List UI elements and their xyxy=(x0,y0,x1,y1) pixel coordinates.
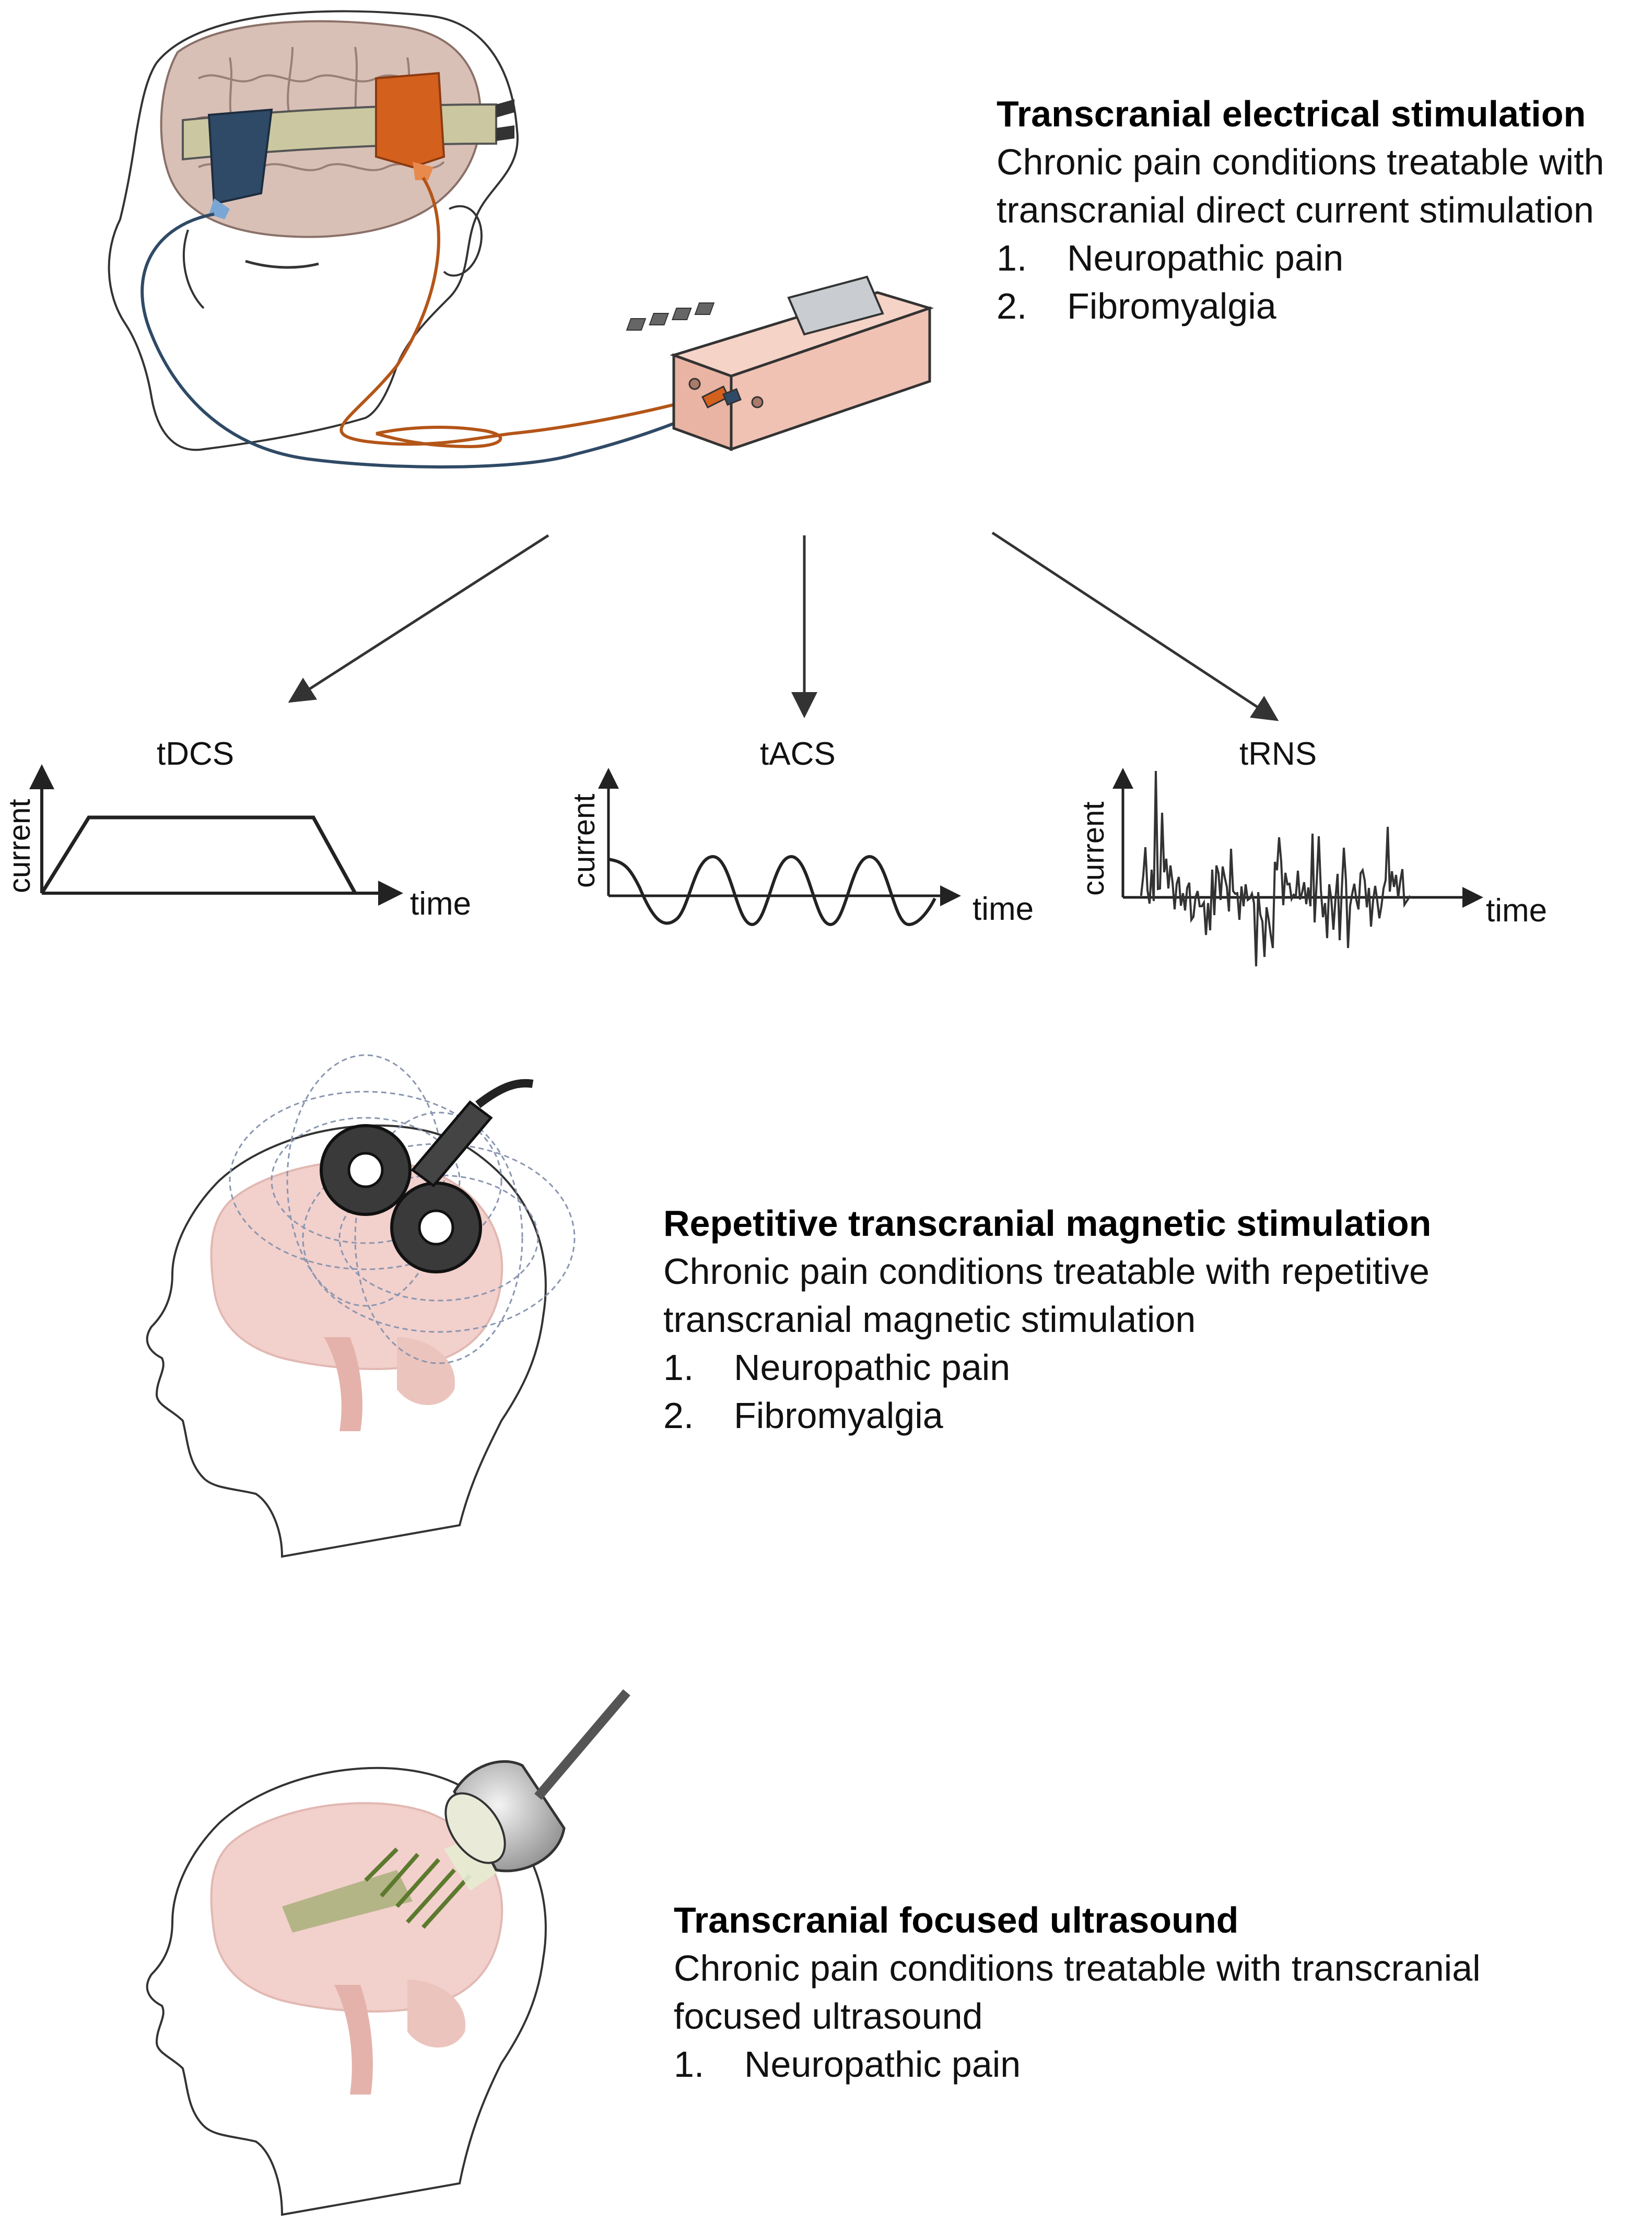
tes-head-illustration xyxy=(108,10,732,469)
tfus-title: Transcranial focused ultrasound xyxy=(674,1900,1239,1940)
trns-ylabel: current xyxy=(1076,801,1110,896)
anode-wire xyxy=(339,177,721,446)
cathode-electrode xyxy=(207,108,273,205)
ultrasound-transducer xyxy=(444,1689,630,1873)
tfus-text-block: Transcranial focused ultrasound Chronic … xyxy=(674,1896,1645,2088)
list-item: 1.Neuropathic pain xyxy=(663,1347,1011,1388)
trns-xlabel: time xyxy=(1486,893,1548,929)
focal-spot xyxy=(282,1870,413,1933)
rtms-condition-list: 1.Neuropathic pain 2.Fibromyalgia xyxy=(663,1343,1635,1440)
tms-handle xyxy=(411,1100,493,1188)
list-item: 1.Neuropathic pain xyxy=(674,2044,1021,2085)
tfus-condition-list: 1.Neuropathic pain xyxy=(674,2040,1645,2088)
tacs-xlabel: time xyxy=(973,891,1034,927)
tdcs-waveform xyxy=(29,764,403,906)
anode-electrode xyxy=(375,72,446,169)
tacs-ylabel: current xyxy=(567,793,601,888)
arrow-to-tdcs xyxy=(288,534,549,703)
list-item: 2.Fibromyalgia xyxy=(663,1395,943,1436)
tes-title: Transcranial electrical stimulation xyxy=(997,93,1586,134)
device-screen xyxy=(787,275,884,336)
rtms-text-block: Repetitive transcranial magnetic stimula… xyxy=(663,1199,1635,1440)
tes-description-line-2: transcranial direct current stimulation xyxy=(997,190,1594,230)
trns-title: tRNS xyxy=(1239,736,1317,772)
rtms-description-line-2: transcranial magnetic stimulation xyxy=(663,1299,1196,1340)
tes-text-block: Transcranial electrical stimulation Chro… xyxy=(997,90,1639,330)
tacs-title: tACS xyxy=(760,736,836,772)
arrow-to-trns xyxy=(991,531,1279,721)
rtms-title: Repetitive transcranial magnetic stimula… xyxy=(663,1203,1432,1244)
rtms-head-illustration xyxy=(146,1054,576,1558)
trns-waveform xyxy=(1112,768,1483,967)
tdcs-ylabel: current xyxy=(3,799,37,893)
rtms-description-line-1: Chronic pain conditions treatable with r… xyxy=(663,1251,1430,1292)
tes-description-line-1: Chronic pain conditions treatable with xyxy=(997,142,1604,182)
tes-condition-list: 1.Neuropathic pain 2.Fibromyalgia xyxy=(997,234,1639,330)
list-item: 1.Neuropathic pain xyxy=(997,238,1344,278)
tdcs-device xyxy=(626,275,934,451)
tdcs-title: tDCS xyxy=(157,736,235,772)
tfus-description-line-2: focused ultrasound xyxy=(674,1996,983,2037)
cathode-wire xyxy=(140,213,732,469)
tdcs-xlabel: time xyxy=(410,886,472,922)
list-item: 2.Fibromyalgia xyxy=(997,286,1276,326)
tfus-head-illustration xyxy=(146,1689,630,2216)
tacs-waveform xyxy=(598,768,961,927)
tfus-description-line-1: Chronic pain conditions treatable with t… xyxy=(674,1948,1481,1989)
